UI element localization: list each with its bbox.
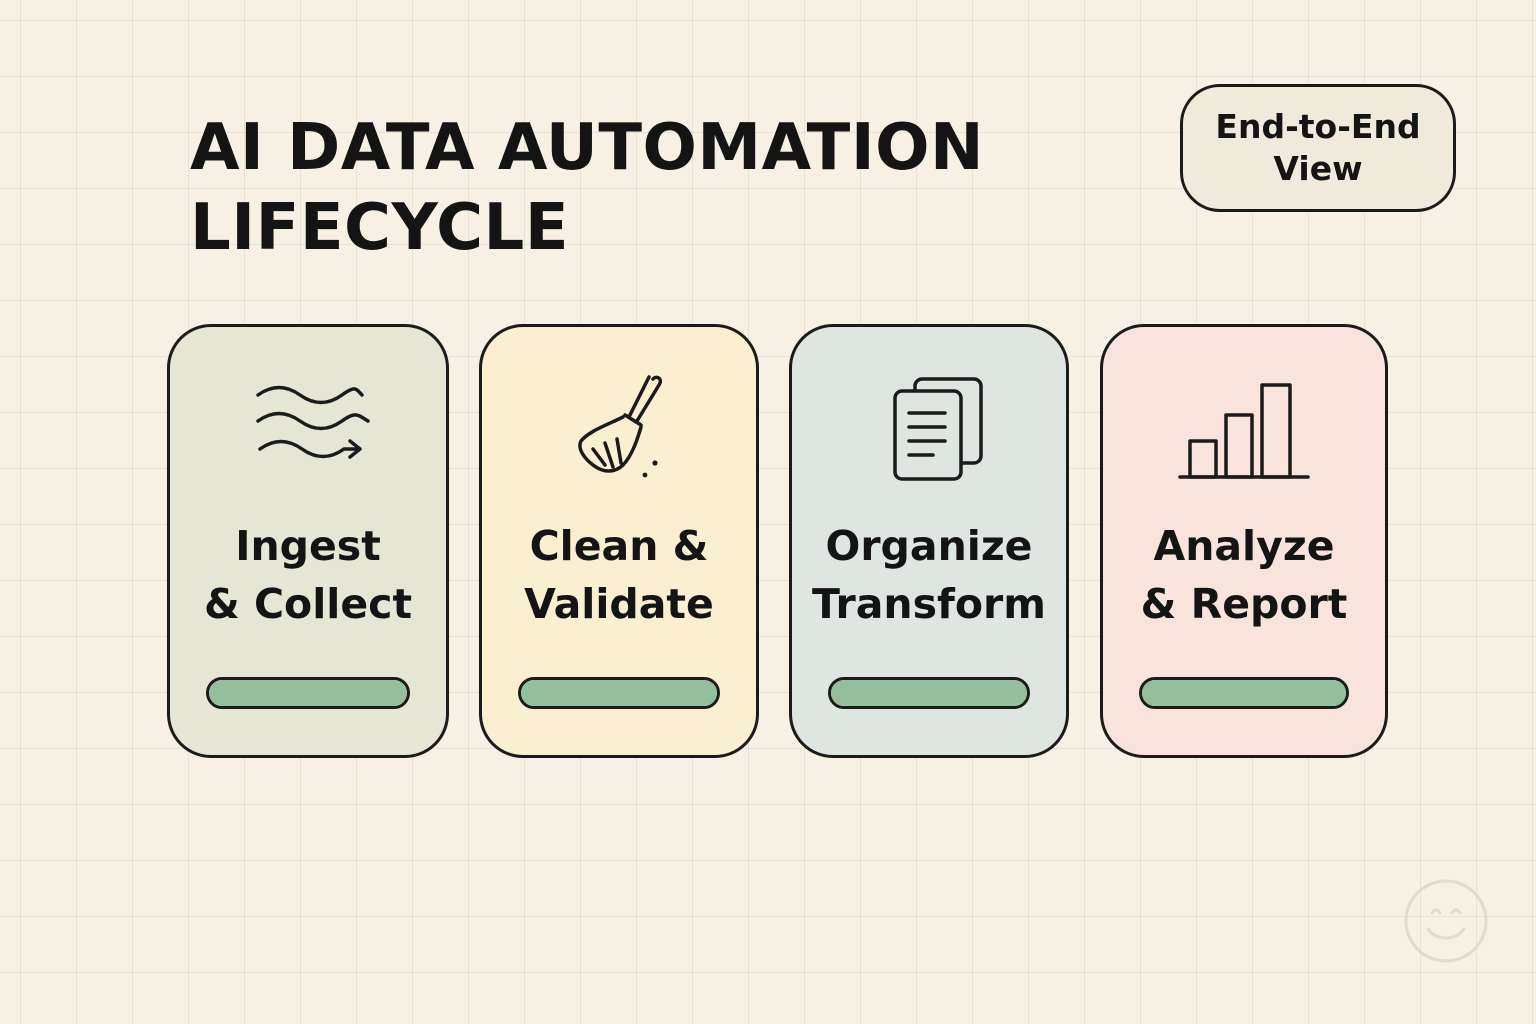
progress-bar xyxy=(828,677,1030,709)
broom-icon xyxy=(549,369,689,489)
progress-bar xyxy=(518,677,720,709)
progress-bar xyxy=(206,677,410,709)
wavy-lines-arrow-icon xyxy=(238,369,378,489)
stage-label-line-1: Ingest xyxy=(235,522,381,570)
view-button-label-line-1: End-to-End xyxy=(1215,107,1421,146)
progress-bar-fill xyxy=(521,680,717,706)
stage-label: Ingest & Collect xyxy=(170,517,446,633)
stage-card-clean-validate[interactable]: Clean & Validate xyxy=(479,324,759,758)
view-button-label-line-2: View xyxy=(1273,149,1363,188)
stage-card-analyze-report[interactable]: Analyze & Report xyxy=(1100,324,1388,758)
progress-bar-fill xyxy=(209,680,407,706)
title-line-1: AI DATA AUTOMATION xyxy=(190,111,985,185)
stage-label-line-2: & Collect xyxy=(203,580,413,628)
stage-label-line-2: Transform xyxy=(812,580,1046,628)
end-to-end-view-button[interactable]: End-to-End View xyxy=(1180,84,1456,212)
stage-label: Organize Transform xyxy=(792,517,1066,633)
page-title: AI DATA AUTOMATION LIFECYCLE xyxy=(190,108,1010,268)
progress-bar xyxy=(1139,677,1349,709)
stage-card-organize-transform[interactable]: Organize Transform xyxy=(789,324,1069,758)
stage-label-line-2: Validate xyxy=(524,580,714,628)
stage-label-line-1: Analyze xyxy=(1153,522,1335,570)
progress-bar-fill xyxy=(1142,680,1346,706)
bar-chart-icon xyxy=(1174,369,1314,489)
stage-card-ingest-collect[interactable]: Ingest & Collect xyxy=(167,324,449,758)
progress-bar-fill xyxy=(831,680,1027,706)
title-line-2: LIFECYCLE xyxy=(190,191,570,265)
stage-label-line-1: Organize xyxy=(825,522,1033,570)
stage-label-line-1: Clean & xyxy=(529,522,709,570)
smiley-icon xyxy=(1402,877,1490,965)
stage-label: Analyze & Report xyxy=(1103,517,1385,633)
stacked-documents-icon xyxy=(859,369,999,489)
stage-label-line-2: & Report xyxy=(1140,580,1348,628)
view-button-label: End-to-End View xyxy=(1215,106,1420,190)
stage-label: Clean & Validate xyxy=(482,517,756,633)
